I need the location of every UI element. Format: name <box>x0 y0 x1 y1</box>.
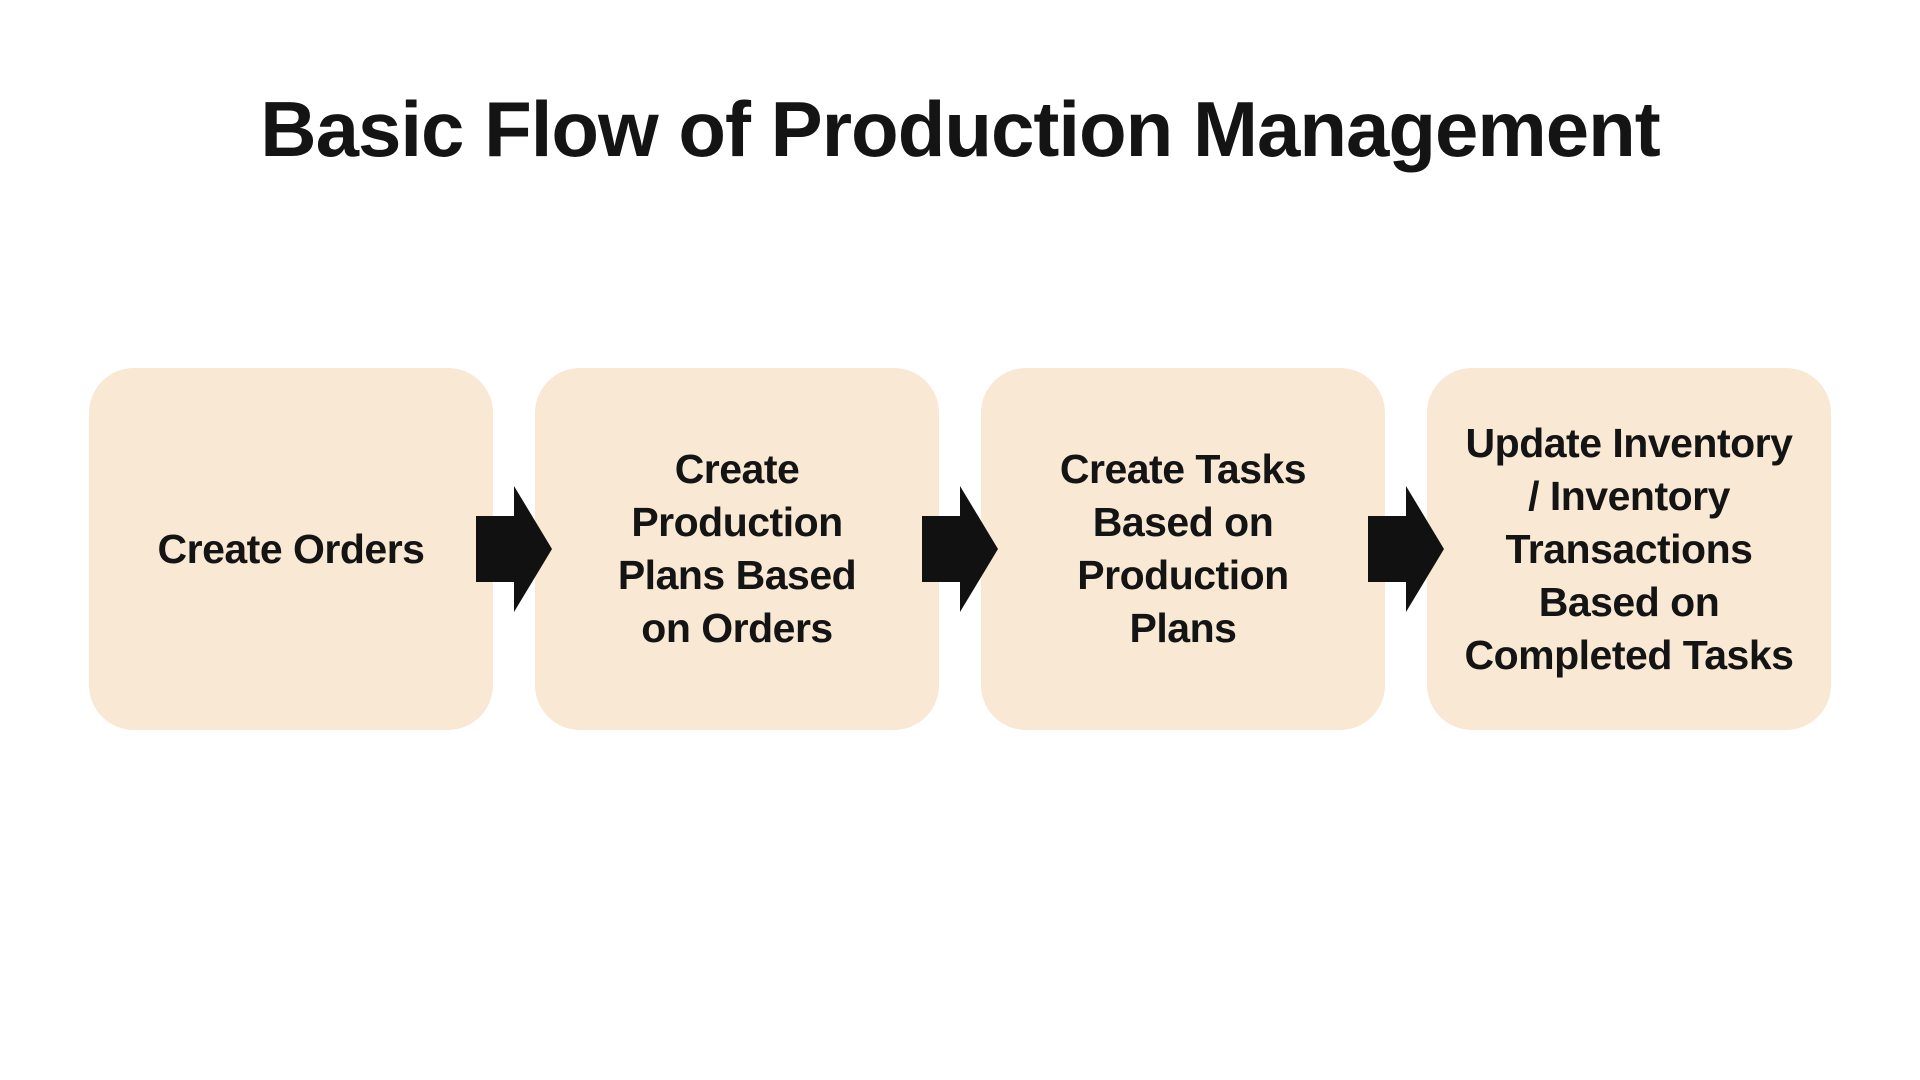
step-box-update-inventory: Update Inventory / Inventory Transaction… <box>1427 368 1831 730</box>
step-label-create-production-plans: Create Production Plans Based on Orders <box>617 446 857 651</box>
step-label-create-orders: Create Orders <box>157 525 425 572</box>
step-box-create-orders: Create Orders <box>89 368 493 730</box>
step-label-create-tasks: Create Tasks Based on Production Plans <box>1059 446 1307 651</box>
step-box-create-production-plans: Create Production Plans Based on Orders <box>535 368 939 730</box>
flow-connector-2 <box>922 368 998 730</box>
arrow-right-icon <box>1368 486 1444 612</box>
diagram-title: Basic Flow of Production Management <box>260 85 1660 173</box>
arrow-right-icon <box>476 486 552 612</box>
step-box-create-tasks: Create Tasks Based on Production Plans <box>981 368 1385 730</box>
flow-connector-3 <box>1368 368 1444 730</box>
flow-row: Create Orders Create Production Plans Ba… <box>89 368 1831 730</box>
flow-connector-1 <box>476 368 552 730</box>
arrow-right-icon <box>922 486 998 612</box>
step-label-update-inventory: Update Inventory / Inventory Transaction… <box>1464 419 1794 678</box>
